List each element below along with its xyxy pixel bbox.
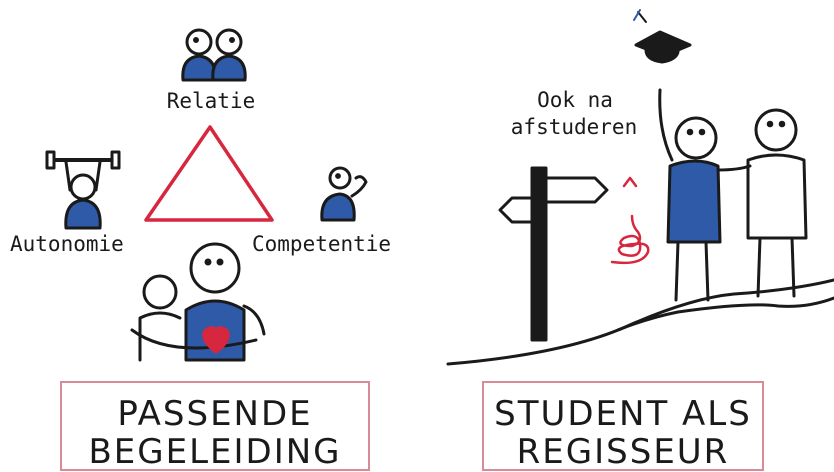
relatie-figures [181, 28, 247, 82]
caption-left-line1: PASSENDE [117, 394, 313, 434]
student-figures [666, 108, 808, 302]
caption-right-line2: REGISSEUR [516, 432, 730, 472]
heart-icon [202, 326, 230, 354]
competentie-figure [320, 166, 368, 222]
triangle-diagram [144, 125, 274, 222]
signpost-icon [498, 166, 609, 342]
spiral-arrow [610, 176, 650, 265]
caption-left-line2: BEGELEIDING [88, 432, 342, 472]
road-path [446, 278, 834, 366]
label-afstuderen: afstuderen [511, 115, 637, 139]
caption-right-line1: STUDENT ALS [494, 394, 752, 434]
caption-box-left: PASSENDE BEGELEIDING [60, 381, 370, 471]
label-ook-na: Ook na [537, 88, 613, 112]
autonomie-figure [45, 150, 121, 230]
graduation-cap-icon [633, 9, 692, 64]
label-autonomie: Autonomie [10, 232, 124, 256]
caption-box-right: STUDENT ALS REGISSEUR [482, 381, 764, 471]
label-relatie: Relatie [167, 89, 256, 113]
label-competentie: Competentie [252, 232, 391, 256]
hugging-figures [130, 242, 266, 362]
